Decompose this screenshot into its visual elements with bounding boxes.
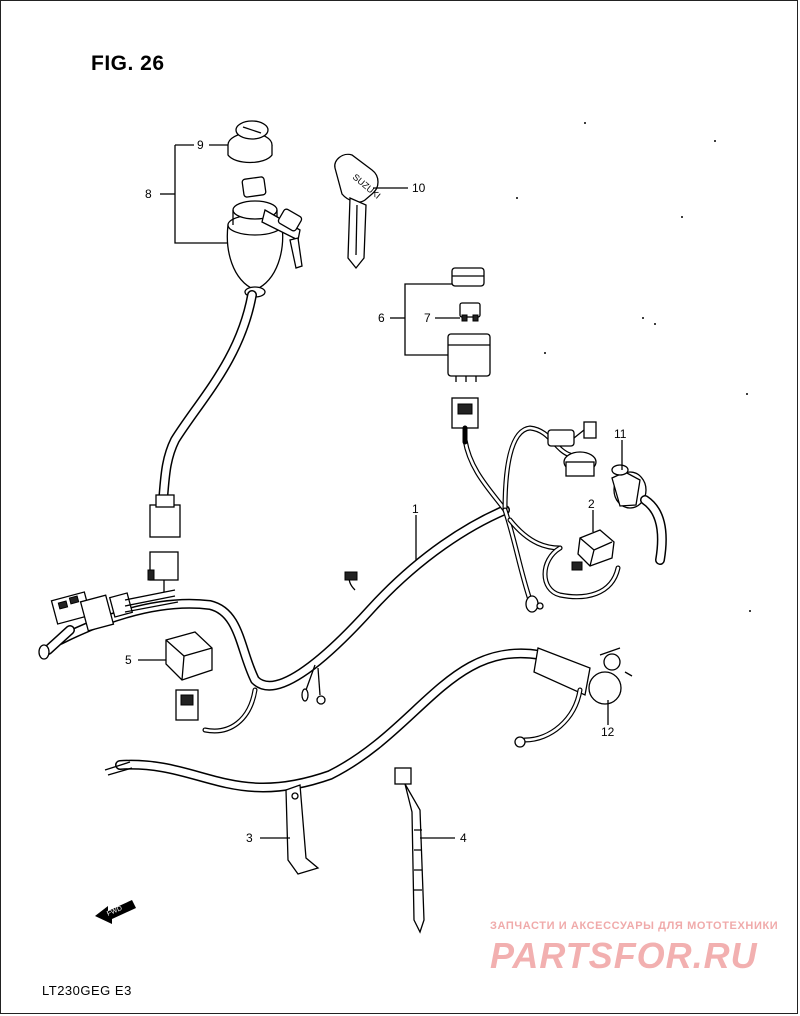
key: SUZUKI	[334, 153, 382, 270]
callout-numbers: 9 8 10 6 7 11 2 1 5 12 3 4	[125, 138, 627, 845]
callout-leaders	[138, 144, 623, 839]
watermark-logo: PARTSFOR.RU	[490, 935, 758, 976]
callout-8: 8	[145, 187, 152, 201]
switch-assembly	[547, 421, 667, 565]
cable-tie	[394, 767, 425, 934]
relay-5	[165, 631, 213, 721]
callout-3: 3	[246, 831, 253, 845]
ignition-switch	[147, 120, 303, 592]
figure-title: FIG. 26	[91, 52, 165, 75]
callout-4: 4	[460, 831, 467, 845]
callout-1: 1	[412, 502, 419, 516]
fuse-assembly	[447, 267, 491, 445]
main-connector-block	[38, 589, 179, 660]
lower-harness	[104, 647, 633, 793]
callout-9: 9	[197, 138, 204, 152]
relay-2	[542, 529, 621, 600]
callout-12: 12	[601, 725, 615, 739]
callout-10: 10	[412, 181, 426, 195]
model-code: LT230GEG E3	[42, 983, 132, 998]
scan-specks	[516, 122, 751, 612]
callout-6: 6	[378, 311, 385, 325]
callout-5: 5	[125, 653, 132, 667]
clamp	[285, 784, 320, 875]
callout-2: 2	[588, 497, 595, 511]
callout-7: 7	[424, 311, 431, 325]
callout-11: 11	[614, 427, 627, 441]
watermark-tagline: ЗАПЧАСТИ И АКСЕССУАРЫ ДЛЯ МОТОТЕХНИКИ	[490, 920, 779, 932]
wiring-harness	[55, 425, 573, 734]
fwd-arrow-icon: FWD	[95, 900, 136, 924]
